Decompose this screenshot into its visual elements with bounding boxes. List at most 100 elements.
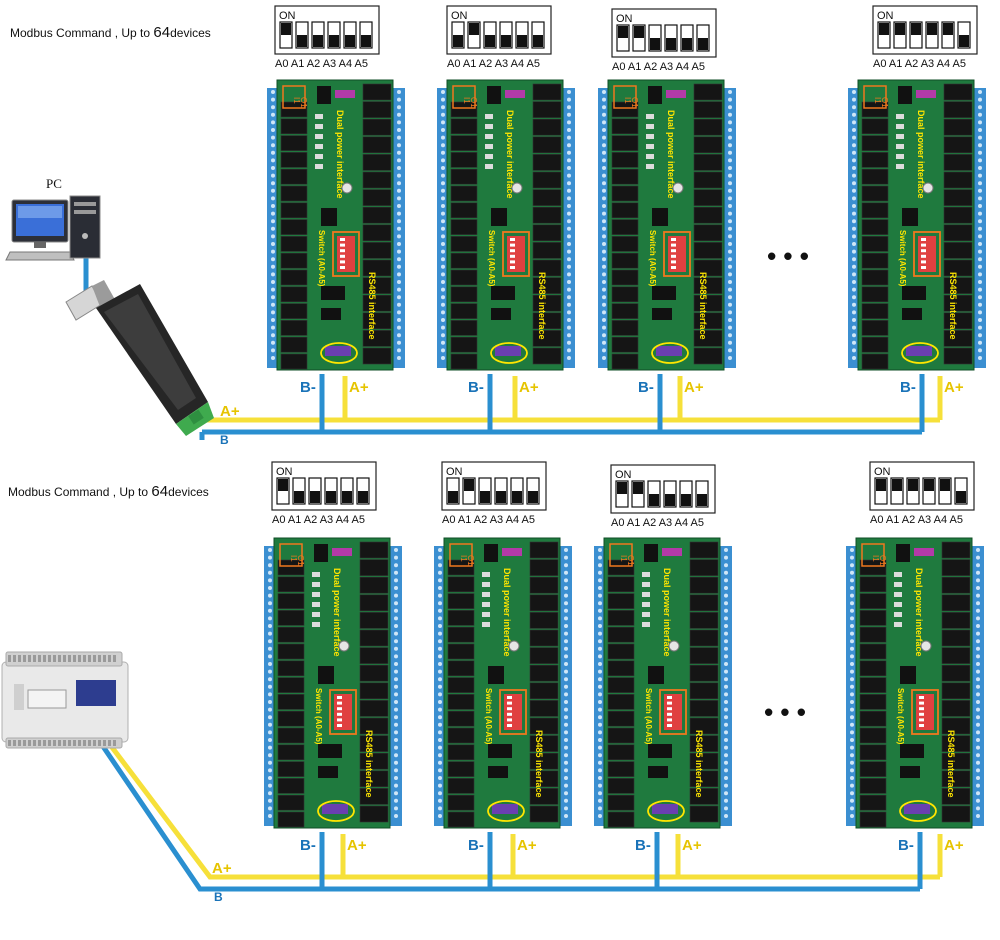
smd-component bbox=[646, 164, 654, 169]
smd-component bbox=[642, 612, 650, 617]
terminal-screw bbox=[438, 555, 442, 560]
relay bbox=[362, 347, 392, 365]
terminal-screw bbox=[978, 204, 982, 208]
dip-switch-knob bbox=[361, 35, 371, 47]
rs485-highlight bbox=[490, 342, 528, 364]
terminal-screw bbox=[567, 219, 571, 224]
terminal-screw bbox=[564, 654, 568, 659]
plc-terminal bbox=[93, 740, 96, 746]
dip-switch-lever bbox=[671, 260, 676, 264]
terminal-screw bbox=[724, 783, 728, 788]
relay bbox=[607, 744, 635, 761]
terminal-screw bbox=[268, 570, 272, 575]
switch-highlight-box bbox=[663, 231, 691, 277]
relay bbox=[362, 189, 392, 206]
relay bbox=[280, 168, 308, 185]
terminal-screw bbox=[397, 120, 401, 125]
terminal-screw bbox=[397, 272, 401, 277]
dip-switch-knob bbox=[313, 35, 323, 47]
relay bbox=[362, 101, 392, 118]
terminal-screw bbox=[567, 173, 571, 178]
terminal-screw bbox=[438, 730, 442, 735]
terminal-screw bbox=[438, 806, 442, 811]
terminal-screw bbox=[850, 570, 854, 575]
relay bbox=[859, 811, 887, 828]
relay bbox=[941, 541, 971, 559]
relay bbox=[611, 286, 639, 303]
terminal-screw bbox=[438, 669, 442, 674]
relay bbox=[277, 811, 305, 828]
relay bbox=[277, 660, 305, 677]
dip-address-labels: A0 A1 A2 A3 A4 A5 bbox=[611, 517, 704, 529]
dip-switch-lever bbox=[919, 701, 924, 705]
relay bbox=[611, 168, 639, 185]
relay bbox=[277, 559, 305, 576]
terminal-screw bbox=[441, 219, 445, 224]
terminal-screw bbox=[976, 631, 980, 636]
dip-switch-lever bbox=[340, 260, 345, 264]
terminal-screw bbox=[564, 760, 568, 765]
terminal-screw bbox=[852, 348, 856, 353]
smd-component bbox=[312, 582, 320, 587]
terminal-screw bbox=[728, 90, 732, 94]
terminal-screw bbox=[850, 783, 854, 788]
smd-component bbox=[896, 144, 904, 149]
terminal-screw bbox=[567, 120, 571, 125]
terminal-screw bbox=[850, 768, 854, 773]
terminal-screw bbox=[976, 715, 980, 720]
caption-number: 64 bbox=[153, 24, 171, 41]
dip-address-labels: A0 A1 A2 A3 A4 A5 bbox=[275, 58, 368, 70]
relay bbox=[689, 664, 719, 682]
relay bbox=[611, 185, 639, 202]
terminal-screw bbox=[852, 280, 856, 284]
terminal-screw bbox=[271, 325, 275, 330]
terminal-screw bbox=[441, 325, 445, 330]
terminal-screw bbox=[602, 196, 606, 201]
ic-chip bbox=[491, 308, 511, 320]
terminal-screw bbox=[728, 226, 732, 231]
terminal-screw bbox=[564, 707, 568, 712]
relay bbox=[359, 576, 389, 594]
terminal-screw bbox=[598, 760, 602, 765]
plc-terminal bbox=[13, 655, 16, 662]
terminal-screw bbox=[852, 287, 856, 292]
dip-switch: ON bbox=[610, 464, 716, 514]
terminal-screw bbox=[598, 806, 602, 811]
plc-terminal bbox=[83, 655, 86, 662]
terminal-screw bbox=[441, 280, 445, 284]
terminal-screw bbox=[978, 287, 982, 292]
terminal-screw bbox=[564, 639, 568, 644]
dip-switch-knob bbox=[649, 494, 659, 506]
relay bbox=[689, 594, 719, 612]
relay bbox=[532, 118, 562, 136]
o1-label: O1 bbox=[880, 97, 889, 108]
relay bbox=[447, 660, 475, 677]
power-jack bbox=[484, 544, 498, 562]
relay bbox=[611, 269, 639, 286]
relay bbox=[532, 83, 562, 101]
terminal-screw bbox=[567, 257, 571, 262]
terminal-screw bbox=[850, 631, 854, 636]
plc-terminal bbox=[8, 655, 11, 662]
terminal-screw bbox=[728, 128, 732, 132]
dip-switch-lever bbox=[919, 718, 924, 722]
ic-chip bbox=[321, 286, 345, 300]
terminal-screw bbox=[598, 791, 602, 796]
terminal-screw bbox=[728, 356, 732, 360]
dip-switch-knob bbox=[297, 35, 307, 47]
terminal-screw bbox=[852, 143, 856, 148]
plc-terminal bbox=[73, 655, 76, 662]
smd-component bbox=[485, 114, 493, 119]
dip-switch-lever bbox=[510, 243, 515, 247]
terminal-screw bbox=[724, 616, 728, 621]
terminal-screw bbox=[852, 272, 856, 277]
b-minus-label: B- bbox=[468, 379, 484, 396]
relay bbox=[941, 612, 971, 629]
terminal-screw bbox=[978, 128, 982, 132]
terminal-screw bbox=[978, 112, 982, 117]
dip-switch-lever bbox=[337, 701, 342, 705]
terminal-screw bbox=[976, 639, 980, 644]
terminal-screw bbox=[978, 226, 982, 231]
terminal-screw bbox=[978, 302, 982, 307]
